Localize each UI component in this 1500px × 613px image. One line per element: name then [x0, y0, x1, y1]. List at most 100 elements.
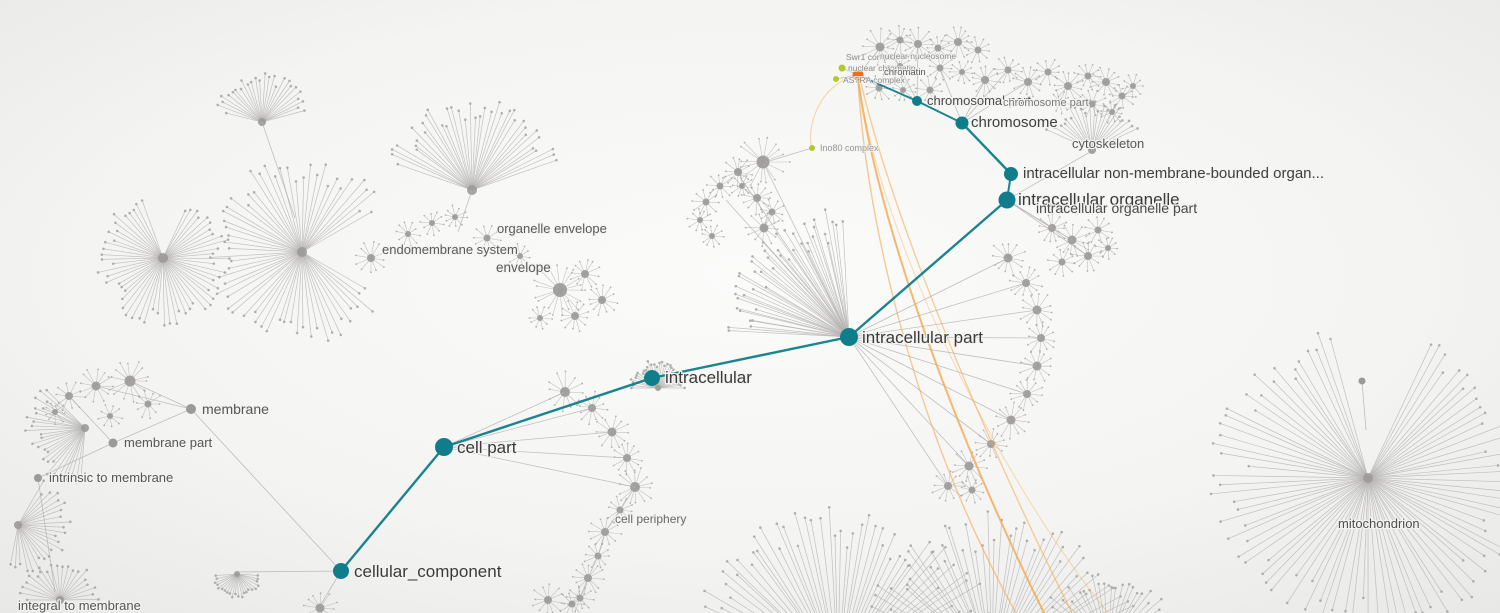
- mini-node[interactable]: [875, 84, 883, 92]
- node-membrane-part[interactable]: [108, 438, 118, 448]
- node-mitochondrion-stem[interactable]: [1358, 377, 1366, 385]
- mini-node[interactable]: [1094, 226, 1102, 234]
- mini-node[interactable]: [1118, 92, 1126, 100]
- mini-node[interactable]: [1105, 245, 1111, 251]
- mini-node[interactable]: [697, 217, 703, 223]
- mini-node-tip: [1038, 349, 1041, 352]
- mini-node[interactable]: [598, 296, 606, 304]
- mini-node[interactable]: [429, 220, 435, 226]
- mini-node[interactable]: [315, 603, 325, 613]
- mini-node[interactable]: [1044, 68, 1052, 76]
- node-intracellular-non-membrane-bounded-organelle[interactable]: [1004, 167, 1018, 181]
- node-astra-complex[interactable]: [833, 76, 839, 82]
- label-intracellular-organelle-part[interactable]: intracellular organelle part: [1035, 199, 1199, 218]
- label-nuclear-chromatin-label[interactable]: nuclear chromatin: [847, 62, 916, 74]
- mini-node[interactable]: [581, 270, 589, 278]
- label-cytoskeleton[interactable]: cytoskeleton: [1071, 135, 1146, 153]
- mini-node[interactable]: [1064, 82, 1072, 90]
- node-intracellular-part[interactable]: [840, 328, 858, 346]
- mini-node[interactable]: [1058, 258, 1066, 266]
- node-cell-part[interactable]: [435, 438, 453, 456]
- mini-node[interactable]: [768, 208, 776, 216]
- label-chromosome[interactable]: chromosome: [970, 113, 1059, 133]
- mini-node-tip: [744, 188, 747, 191]
- mini-node[interactable]: [968, 486, 976, 494]
- mini-node[interactable]: [900, 87, 906, 93]
- mini-node[interactable]: [974, 46, 982, 54]
- mini-node[interactable]: [926, 86, 934, 94]
- mini-node[interactable]: [107, 413, 113, 419]
- mini-node[interactable]: [1088, 100, 1096, 108]
- label-intracellular-organelle[interactable]: intracellular organelle: [1017, 189, 1181, 211]
- fan-ray: [446, 108, 473, 191]
- mini-node[interactable]: [1102, 78, 1110, 86]
- mini-node[interactable]: [954, 38, 962, 46]
- mini-node[interactable]: [759, 223, 769, 233]
- fan-tip: [796, 544, 800, 548]
- mini-node[interactable]: [753, 194, 761, 202]
- label-intrinsic-to-membrane[interactable]: intrinsic to membrane: [48, 469, 175, 487]
- node-intracellular[interactable]: [644, 370, 660, 386]
- mini-node[interactable]: [452, 214, 458, 220]
- mini-node[interactable]: [739, 183, 745, 189]
- label-endomembrane-system[interactable]: endomembrane system: [381, 241, 519, 259]
- mini-node[interactable]: [896, 36, 904, 44]
- node-swr1-complex[interactable]: [838, 64, 846, 72]
- label-mitochondrion[interactable]: mitochondrion: [1337, 515, 1421, 533]
- fan-ray: [446, 126, 473, 191]
- label-swr1-complex-label[interactable]: Swr1 complex: [845, 51, 901, 63]
- mini-node[interactable]: [1084, 252, 1092, 260]
- mini-node[interactable]: [405, 231, 411, 237]
- node-membrane[interactable]: [186, 404, 196, 414]
- mini-node[interactable]: [144, 400, 152, 408]
- mini-node-tip: [938, 497, 941, 500]
- mini-node[interactable]: [1084, 72, 1092, 80]
- label-membrane[interactable]: membrane: [201, 400, 271, 419]
- mini-node[interactable]: [537, 315, 543, 321]
- label-ino80-complex-label[interactable]: Ino80 complex: [819, 142, 880, 154]
- mini-node[interactable]: [544, 596, 552, 604]
- mini-node[interactable]: [702, 198, 710, 206]
- mini-node[interactable]: [716, 182, 724, 190]
- mini-node[interactable]: [483, 234, 491, 242]
- mini-node[interactable]: [517, 253, 523, 259]
- mini-node[interactable]: [709, 233, 715, 239]
- label-organelle-envelope[interactable]: organelle envelope: [496, 220, 608, 238]
- label-intracellular[interactable]: intracellular: [664, 367, 754, 389]
- node-chromatin[interactable]: [852, 69, 864, 81]
- mini-node[interactable]: [959, 69, 965, 75]
- label-cellular-component[interactable]: cellular_component: [353, 561, 503, 583]
- label-nuclear-nucleosome-label[interactable]: nuclear nucleosome: [879, 50, 957, 62]
- mini-node[interactable]: [52, 409, 58, 415]
- mini-node[interactable]: [1130, 83, 1136, 89]
- label-intracellular-part[interactable]: intracellular part: [861, 327, 985, 349]
- node-intrinsic-to-membrane[interactable]: [34, 474, 42, 482]
- node-intracellular-organelle[interactable]: [998, 191, 1016, 209]
- label-chromatin-label[interactable]: chromatin: [883, 66, 926, 79]
- node-ino80-complex[interactable]: [809, 145, 815, 151]
- mini-node[interactable]: [875, 42, 885, 52]
- mini-node[interactable]: [571, 312, 579, 320]
- label-cell-part[interactable]: cell part: [456, 437, 518, 459]
- mini-node[interactable]: [1057, 99, 1063, 105]
- label-envelope[interactable]: envelope: [495, 259, 552, 277]
- label-cell-periphery[interactable]: cell periphery: [614, 511, 688, 528]
- label-chromosome-part[interactable]: chromosome part: [1002, 96, 1090, 111]
- mini-node[interactable]: [568, 600, 576, 608]
- mini-node[interactable]: [734, 168, 742, 176]
- node-chromosomal-part[interactable]: [912, 96, 922, 106]
- mini-node[interactable]: [934, 44, 942, 52]
- mini-node[interactable]: [1109, 109, 1115, 115]
- node-chromosome[interactable]: [955, 116, 969, 130]
- node-cellular-component[interactable]: [333, 563, 349, 579]
- label-astra-complex-label[interactable]: ASTRA complex: [842, 74, 906, 86]
- label-integral-to-membrane[interactable]: integral to membrane: [17, 597, 142, 613]
- label-intracellular-non-membrane-bounded-organelle[interactable]: intracellular non-membrane-bounded organ…: [1022, 164, 1326, 184]
- label-membrane-part[interactable]: membrane part: [123, 434, 214, 452]
- fan-tip: [500, 111, 504, 115]
- mini-node-tip: [761, 245, 764, 248]
- mini-node[interactable]: [553, 283, 567, 297]
- label-chromosomal-part[interactable]: chromosomal part: [926, 92, 1033, 110]
- mini-node[interactable]: [367, 254, 375, 262]
